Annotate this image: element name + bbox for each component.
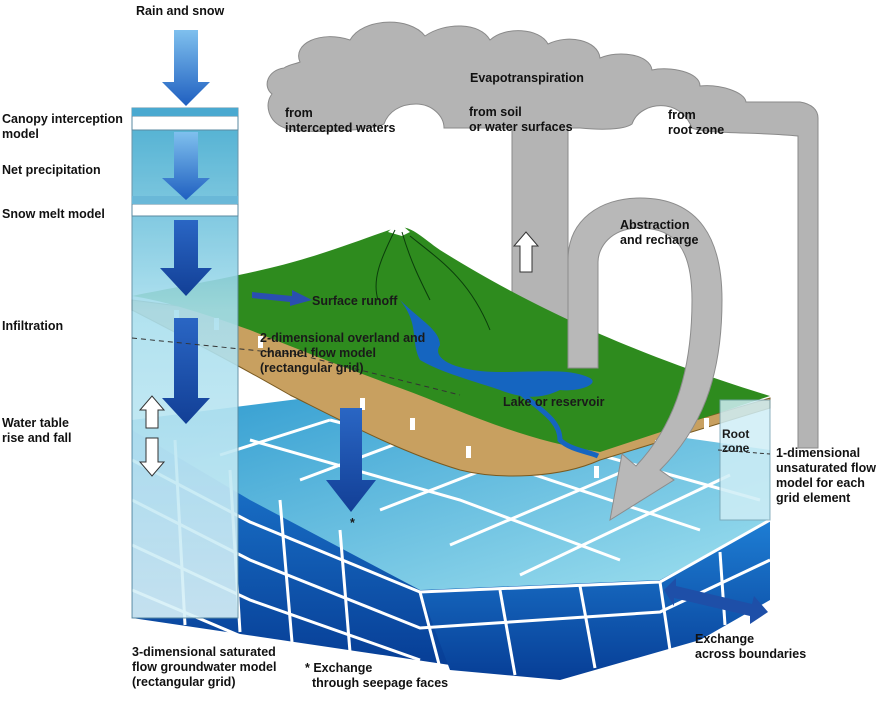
canopy-block <box>131 115 239 131</box>
snow-block <box>131 203 239 217</box>
river-channel <box>518 390 600 459</box>
label-seepage: * Exchange through seepage faces <box>305 661 449 690</box>
label-net-precipitation: Net precipitation <box>2 163 101 177</box>
label-infiltration: Infiltration <box>2 319 64 333</box>
label-rain-and-snow: Rain and snow <box>136 4 225 18</box>
label-canopy-interception: Canopy interception model <box>2 112 123 141</box>
label-from-intercepted: from intercepted waters <box>285 106 396 135</box>
surface-runoff-arrow <box>252 290 312 306</box>
snowmelt-arrow <box>160 220 212 296</box>
label-lake: Lake or reservoir <box>503 395 605 409</box>
label-unsaturated-flow: 1-dimensional unsaturated flow model for… <box>776 446 877 505</box>
abstraction-recharge-arrow <box>567 197 723 522</box>
label-seepage-asterisk: * <box>350 516 355 530</box>
label-surface-runoff: Surface runoff <box>312 294 398 308</box>
water-table-line <box>131 337 461 396</box>
net-precip-arrow <box>162 132 210 200</box>
green-surface <box>132 227 770 452</box>
label-from-soil: from soil or water surfaces <box>469 105 573 134</box>
evapotranspiration-cloud <box>266 21 819 449</box>
root-zone-line <box>717 449 771 455</box>
label-exchange-boundaries: Exchange across boundaries <box>695 632 807 661</box>
label-from-root-zone: from root zone <box>668 108 725 137</box>
label-saturated-flow: 3-dimensional saturated flow groundwater… <box>132 645 277 689</box>
seepage-arrow <box>326 408 376 512</box>
evaporation-up-arrow <box>512 231 540 273</box>
rain-arrow <box>162 30 210 106</box>
lake-reservoir <box>400 300 593 397</box>
label-overland-flow: 2-dimensional overland and channel flow … <box>260 331 426 375</box>
water-table-arrows <box>138 395 166 477</box>
label-snow-melt: Snow melt model <box>2 207 105 221</box>
land-surface <box>131 222 771 478</box>
label-evapotranspiration: Evapotranspiration <box>470 71 584 85</box>
unsaturated-column <box>719 399 771 521</box>
label-abstraction: Abstraction and recharge <box>620 218 699 247</box>
stream-lines <box>375 229 491 331</box>
label-root-zone: Root zone <box>722 427 750 455</box>
exchange-boundaries-arrow <box>664 578 768 624</box>
label-water-table: Water table rise and fall <box>2 416 72 445</box>
